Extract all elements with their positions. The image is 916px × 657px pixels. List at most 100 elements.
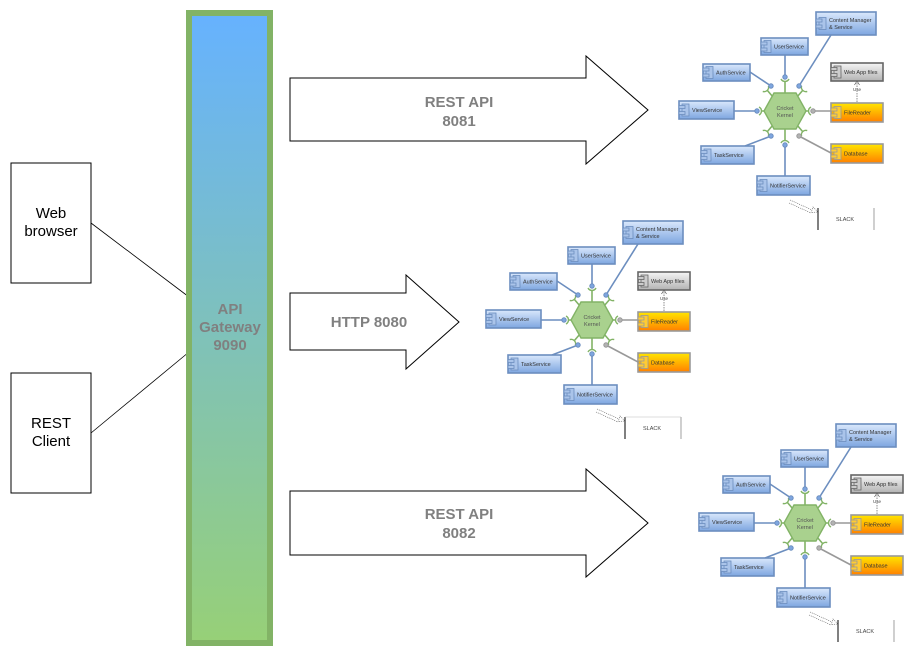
uml-component-icon [835, 429, 847, 442]
provided-interface-ball [802, 554, 808, 560]
component-box [760, 37, 809, 56]
provided-interface-ball [810, 108, 816, 114]
component-box [830, 143, 884, 164]
component-box [563, 384, 618, 405]
arrow-label: HTTP 8080 [331, 314, 407, 331]
uml-component-icon [850, 559, 862, 572]
component-label: ViewService [499, 317, 529, 323]
slack-dependency-arrow-edge [788, 202, 812, 214]
component-box [722, 475, 771, 494]
use-label: Use [660, 296, 668, 301]
slack-label: SLACK [856, 629, 874, 635]
uml-component-icon [567, 249, 579, 262]
provided-interface-ball [796, 133, 802, 139]
required-interface-socket [587, 348, 597, 353]
interface-link [551, 344, 579, 356]
component-label: AuthService [523, 280, 553, 286]
kernel-label: Cricket [796, 518, 814, 524]
interface-link [798, 135, 832, 154]
component-label: TaskService [714, 153, 744, 159]
uml-component-icon [722, 478, 734, 491]
interface-link [798, 34, 832, 87]
interface-link [556, 280, 579, 296]
component-box [567, 246, 616, 265]
arrow-label-line1: REST API [425, 506, 494, 523]
slack-box: SLACK [817, 208, 875, 230]
component-box [702, 63, 751, 82]
component-task-service: TaskService [700, 145, 755, 165]
api-gateway: API Gateway 9090 [186, 10, 273, 646]
component-box [830, 62, 884, 82]
slack-dependency-arrow [809, 611, 839, 625]
arrow-label-line2: 8082 [442, 525, 475, 542]
slack-box: SLACK [624, 416, 682, 439]
slack-dependency-arrow-edge [808, 614, 832, 626]
required-interface-socket [800, 551, 810, 556]
component-label: NotifierService [790, 596, 826, 602]
uml-component-icon [637, 356, 649, 369]
provided-interface-ball [768, 83, 774, 89]
provided-interface-ball [782, 74, 788, 80]
required-interface-socket [565, 315, 570, 325]
web-browser-label-line2: browser [24, 223, 77, 240]
provided-interface-ball [802, 486, 808, 492]
uml-component-icon [830, 106, 842, 119]
gateway-label-line1: API [217, 301, 242, 318]
cricket-kernel-hexagon [783, 504, 827, 542]
required-interface-socket [807, 106, 812, 116]
uml-component-icon [622, 226, 634, 239]
component-label: Database [651, 361, 675, 367]
component-label: NotifierService [577, 393, 613, 399]
kernel-label: Cricket [583, 315, 601, 321]
uml-component-icon [507, 357, 519, 371]
component-box [850, 555, 904, 576]
cricket-kernel-hexagon [570, 301, 614, 339]
required-interface-socket [827, 518, 832, 528]
component-box [700, 145, 755, 165]
rest-client-box: REST Client [10, 372, 92, 494]
component-web-app-files: Web App files [850, 474, 904, 494]
component-box [815, 11, 877, 36]
component-file-reader: FileReader [830, 102, 884, 123]
provided-interface-ball [816, 495, 822, 501]
provided-interface-ball [796, 83, 802, 89]
component-label: Database [844, 152, 868, 158]
required-interface-socket [780, 139, 790, 144]
interface-link [749, 71, 772, 87]
component-label: ViewService [692, 108, 722, 114]
component-box [780, 449, 829, 468]
component-task-service: TaskService [720, 557, 775, 577]
arrow-rest-api-8082: REST API 8082 [289, 467, 649, 579]
kernel-label: Kernel [584, 322, 600, 328]
arrow-http-8080: HTTP 8080 [289, 273, 460, 371]
component-box [830, 102, 884, 123]
slack-box: SLACK [837, 620, 895, 642]
required-interface-socket [614, 315, 619, 325]
slack-label: SLACK [643, 426, 661, 432]
uml-component-icon [776, 591, 788, 604]
component-box [622, 220, 684, 245]
interface-link [605, 243, 639, 296]
interface-link [818, 547, 852, 566]
provided-interface-ball [830, 520, 836, 526]
provided-interface-ball [589, 283, 595, 289]
required-interface-socket [778, 518, 783, 528]
use-label: Use [853, 87, 861, 92]
slack-dependency-arrow [596, 408, 626, 422]
component-box [850, 474, 904, 494]
uml-component-icon [720, 560, 732, 574]
component-auth-service: AuthService [509, 272, 558, 291]
component-view-service: ViewService [485, 309, 542, 329]
component-view-service: ViewService [698, 512, 755, 532]
slack-label: SLACK [836, 217, 854, 223]
component-box [509, 272, 558, 291]
kernel-label: Kernel [797, 525, 813, 531]
component-content-manager: Content Manager& Service [815, 11, 877, 36]
slack-dependency-arrow-edge [595, 411, 619, 423]
use-label: Use [873, 499, 881, 504]
uml-component-icon [485, 312, 497, 326]
uml-component-icon [509, 275, 521, 288]
provided-interface-ball [816, 545, 822, 551]
